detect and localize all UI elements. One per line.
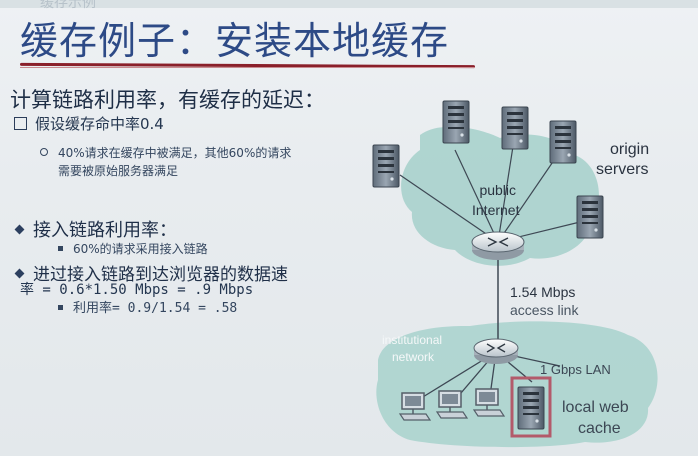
- hit-rate-line-1: 40%请求在缓存中被满足，其他60%的请求: [40, 144, 291, 161]
- cache-server-frame: [510, 376, 552, 438]
- institutional-network-label: institutional network: [382, 332, 442, 366]
- cache-label-1: local web: [562, 399, 629, 416]
- public-internet-cloud: [401, 126, 599, 266]
- rate-text-2: 率 = 0.6*1.50 Mbps = .9 Mbps: [20, 282, 254, 298]
- access-util-sub: 60%的请求采用接入链路: [58, 240, 208, 257]
- internet-label-1: public: [479, 182, 517, 198]
- internet-label-2: Internet: [472, 202, 520, 218]
- access-link-label: 1.54 Mbps access link: [510, 283, 578, 319]
- top-strip: 缓存示例: [0, 0, 698, 11]
- access-link-text: access link: [510, 302, 579, 318]
- title-underline-shadow: [20, 67, 475, 68]
- origin-server-icon: [372, 144, 400, 188]
- assumption-text: 假设缓存命中率0.4: [35, 115, 164, 133]
- util-formula-item: 利用率= 0.9/1.54 = .58: [58, 297, 237, 316]
- origin-label-2: servers: [596, 161, 649, 178]
- circle-bullet-icon: [40, 148, 48, 156]
- lan-label: 1 Gbps LAN: [540, 362, 611, 377]
- institutional-label-1: institutional: [382, 333, 443, 347]
- rate-text-1: 进过接入链路到达浏览器的数据速: [33, 265, 288, 285]
- origin-server-icon: [442, 100, 470, 144]
- public-internet-label: public Internet: [472, 180, 519, 220]
- hit-rate-text-2: 需要被原始服务器满足: [58, 164, 179, 178]
- institutional-label-2: network: [392, 350, 435, 364]
- cache-label-2: cache: [578, 420, 621, 437]
- assumption-item: 假设缓存命中率0.4: [14, 113, 164, 134]
- square-bullet-icon: [58, 305, 63, 310]
- rate-item: 进过接入链路到达浏览器的数据速: [14, 260, 288, 285]
- main-heading: 计算链路利用率，有缓存的延迟：: [10, 88, 325, 112]
- access-speed-label: 1.54 Mbps: [510, 284, 576, 300]
- access-util-sub-text: 60%的请求采用接入链路: [73, 242, 208, 256]
- util-formula-text: 利用率= 0.9/1.54 = .58: [73, 301, 238, 316]
- origin-servers-label: origin servers: [596, 140, 650, 180]
- cache-server-icon: [517, 386, 545, 430]
- internet-router-icon: [471, 231, 525, 260]
- local-cache-label: local web cache: [562, 397, 629, 439]
- origin-label-1: origin: [610, 141, 650, 158]
- slide-title: 缓存例子：安装本地缓存: [20, 19, 450, 63]
- origin-server-icon: [501, 106, 529, 150]
- institutional-router-icon: [473, 338, 519, 364]
- origin-server-icon: [549, 120, 577, 164]
- top-partial-text: 缓存示例: [40, 0, 96, 11]
- origin-server-icon: [576, 195, 604, 239]
- access-util-text: 接入链路利用率：: [33, 220, 177, 241]
- square-bullet-icon: [58, 246, 63, 251]
- hit-rate-text-1: 40%请求在缓存中被满足，其他60%的请求: [58, 146, 292, 160]
- checkbox-bullet-icon: [14, 117, 27, 130]
- access-util-item: 接入链路利用率：: [14, 216, 177, 242]
